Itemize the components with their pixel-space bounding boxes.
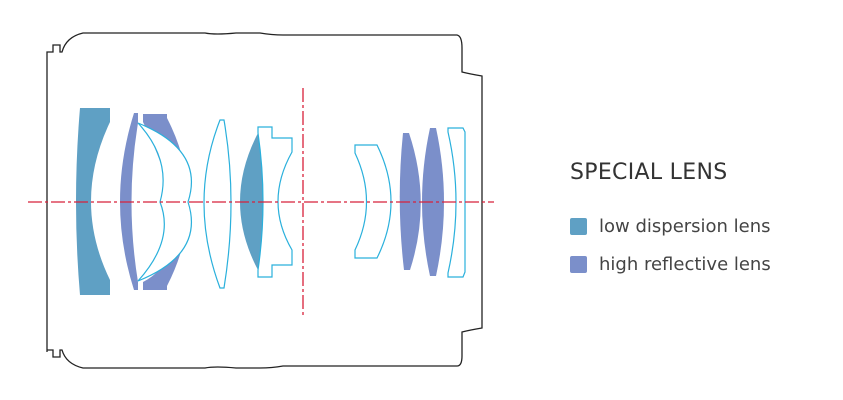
high-reflective-swatch bbox=[570, 255, 587, 273]
lens-element-9-high-reflective bbox=[399, 133, 421, 270]
lens-element-6-low-dispersion bbox=[240, 133, 263, 270]
legend-label: high reflective lens bbox=[599, 253, 771, 275]
lens-element-7 bbox=[257, 126, 293, 278]
low-dispersion-swatch bbox=[570, 217, 587, 235]
legend: SPECIAL LENS low dispersion lens high re… bbox=[570, 160, 771, 283]
legend-label: low dispersion lens bbox=[599, 215, 771, 237]
lens-element-5 bbox=[203, 119, 232, 289]
lens-element-3 bbox=[137, 122, 193, 282]
legend-item-high-reflective: high reflective lens bbox=[570, 245, 771, 283]
legend-item-low-dispersion: low dispersion lens bbox=[570, 207, 771, 245]
lens-element-11 bbox=[447, 127, 466, 278]
legend-title: SPECIAL LENS bbox=[570, 160, 728, 185]
lens-element-1-low-dispersion bbox=[76, 108, 110, 295]
